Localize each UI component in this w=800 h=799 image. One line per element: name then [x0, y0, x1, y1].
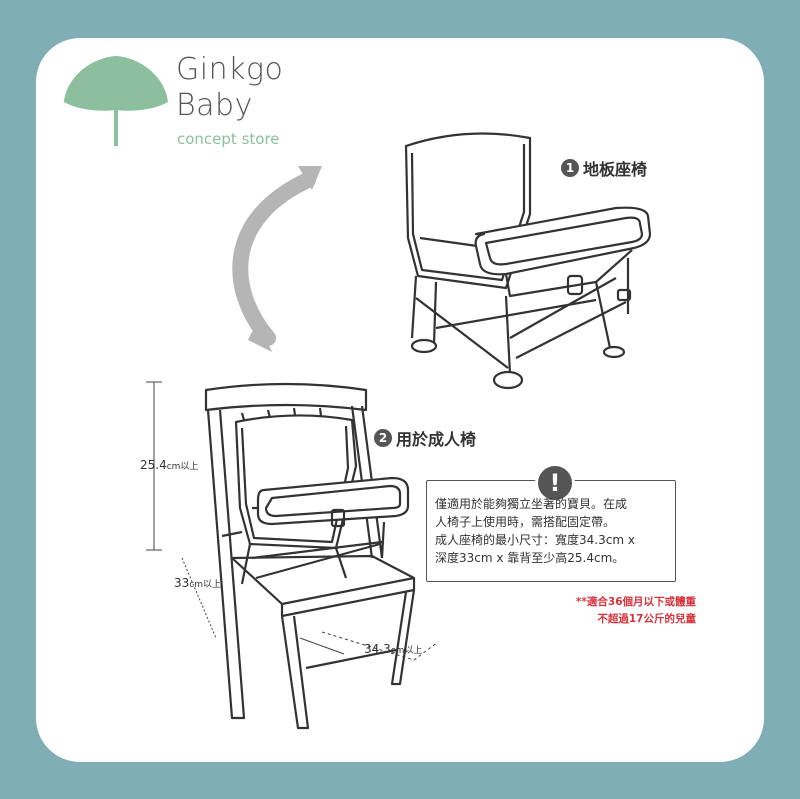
brand-name-line2: Baby — [176, 88, 253, 123]
exclamation-icon: ! — [535, 463, 575, 503]
notice-line: 人椅子上使用時，需搭配固定帶。 — [435, 515, 616, 529]
brand-name: Ginkgo Baby — [176, 52, 283, 124]
footnote-line: 不超過17公斤的兒童 — [597, 613, 696, 625]
depth-value: 33 — [174, 576, 190, 590]
adult-chair-label: 2 用於成人椅 — [374, 426, 476, 450]
width-dimension: 34.3cm以上 — [364, 642, 422, 656]
notice-line: 僅適用於能夠獨立坐著的寶貝。在成 — [435, 497, 628, 511]
depth-unit: cm以上 — [189, 580, 221, 590]
footnote-line: **適合36個月以下或體重 — [575, 596, 696, 608]
notice-line: 成人座椅的最小尺寸：寬度34.3cm x — [435, 533, 635, 547]
product-card: Ginkgo Baby concept store — [36, 38, 764, 762]
floor-seat-drawing — [404, 132, 652, 390]
width-value: 34.3 — [364, 642, 391, 656]
height-value: 25.4 — [140, 458, 167, 472]
floor-seat-label: 1 地板座椅 — [561, 156, 647, 180]
width-unit: cm以上 — [390, 646, 423, 656]
notice-line: 深度33cm x 靠背至少高25.4cm。 — [435, 551, 625, 565]
conversion-arrow-icon — [232, 166, 322, 352]
ginkgo-leaf-logo — [64, 56, 168, 146]
height-unit: cm以上 — [166, 462, 199, 472]
age-weight-footnote: **適合36個月以下或體重 不超過17公斤的兒童 — [536, 594, 696, 628]
safety-notice: ! 僅適用於能夠獨立坐著的寶貝。在成 人椅子上使用時，需搭配固定帶。 成人座椅的… — [426, 463, 676, 582]
chair-illustration — [146, 132, 652, 730]
brand-name-line1: Ginkgo — [176, 52, 284, 87]
adult-chair-text: 用於成人椅 — [396, 430, 477, 449]
height-dimension: 25.4cm以上 — [140, 458, 198, 472]
brand-tagline: concept store — [177, 130, 280, 148]
floor-seat-number: 1 — [561, 159, 579, 177]
adult-chair-number: 2 — [374, 429, 392, 447]
notice-text: 僅適用於能夠獨立坐著的寶貝。在成 人椅子上使用時，需搭配固定帶。 成人座椅的最小… — [435, 495, 671, 567]
floor-seat-text: 地板座椅 — [583, 160, 648, 179]
adult-chair-drawing — [204, 382, 416, 730]
dimension-lines — [146, 381, 439, 661]
depth-dimension: 33cm以上 — [174, 576, 221, 590]
